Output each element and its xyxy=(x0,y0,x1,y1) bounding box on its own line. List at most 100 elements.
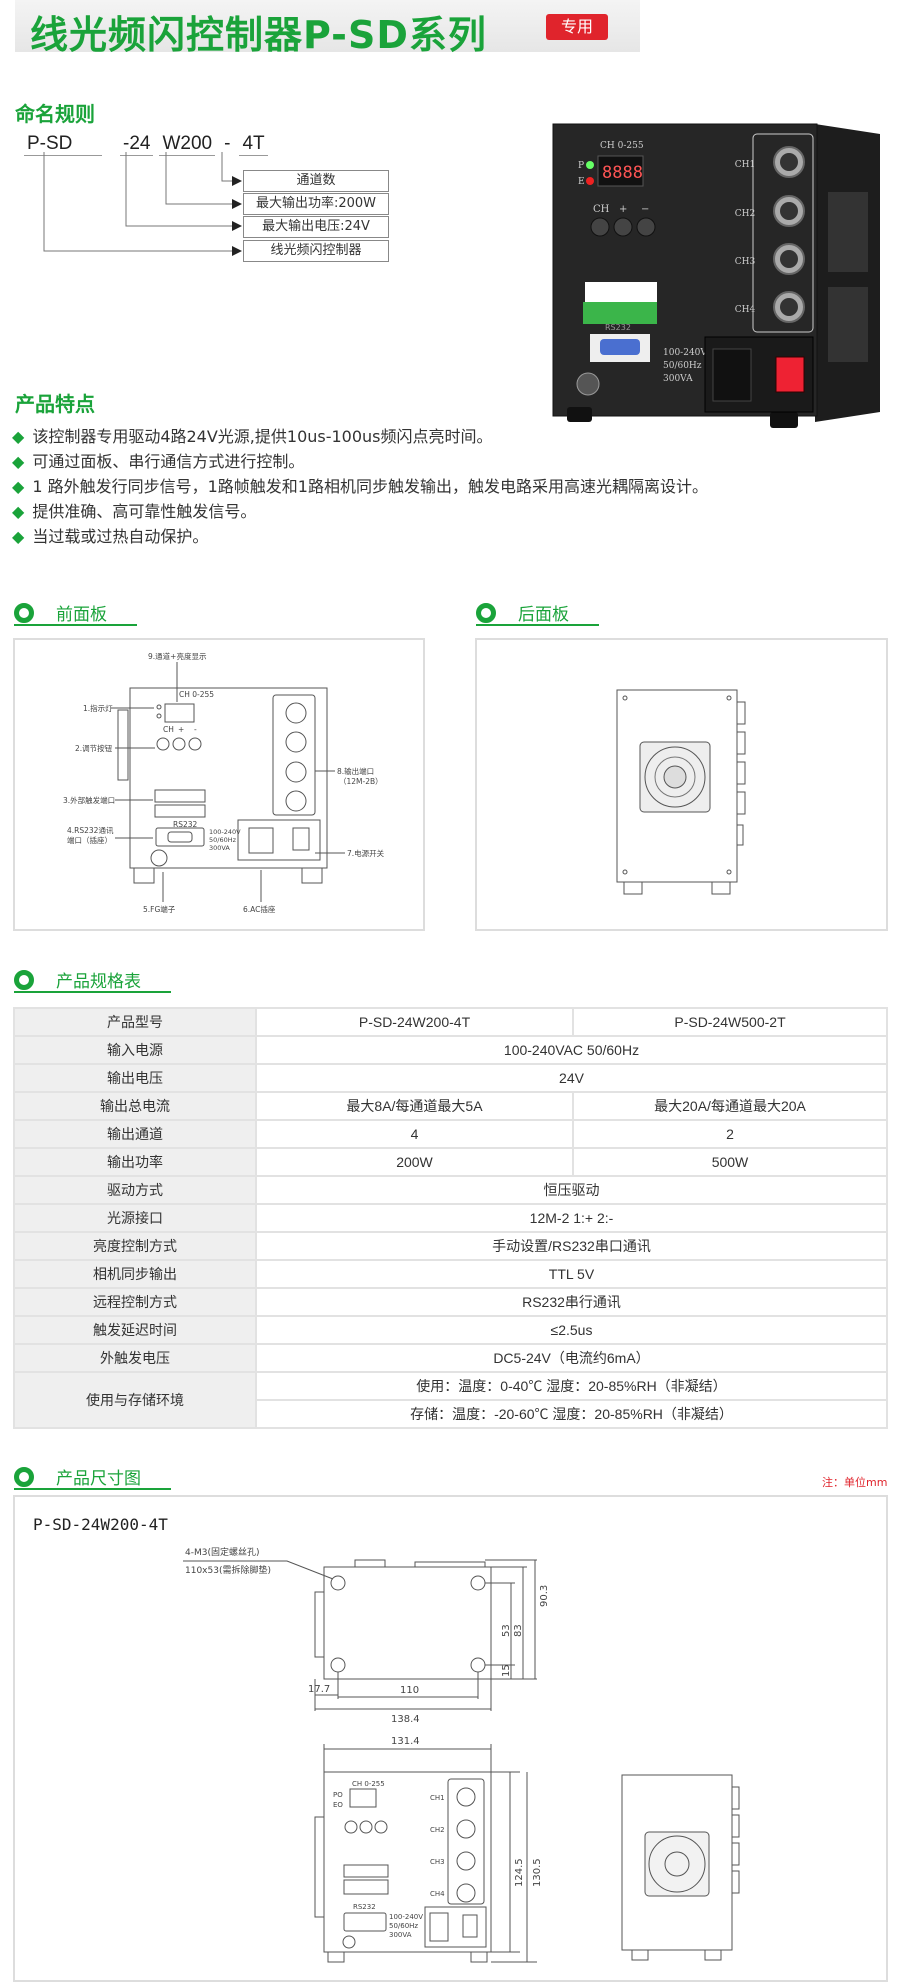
power-switch xyxy=(775,356,805,393)
section-circle-icon xyxy=(476,603,496,623)
heading-text: 前面板 xyxy=(56,605,107,625)
dimension-model: P-SD-24W200-4T xyxy=(33,1515,168,1534)
callout: 2.调节按钮 xyxy=(75,743,113,753)
naming-label: 通道数 xyxy=(243,170,389,192)
diamond-bullet-icon: ◆ xyxy=(12,502,25,521)
code-part: W200 xyxy=(159,133,216,156)
code-part: -24 xyxy=(120,133,154,156)
spec-key: 使用与存储环境 xyxy=(13,1371,257,1429)
exclusive-badge: 专用 xyxy=(546,14,608,40)
table-row: 亮度控制方式手动设置/RS232串口通讯 xyxy=(13,1231,888,1261)
table-row: 驱动方式恒压驱动 xyxy=(13,1175,888,1205)
e-label: EO xyxy=(333,1801,343,1809)
code-part: P-SD xyxy=(24,133,102,156)
spec-value: 2 xyxy=(572,1119,888,1149)
section-circle-icon xyxy=(14,1467,34,1487)
channel-label: CH3 xyxy=(430,1858,445,1866)
channel-label: CH1 xyxy=(430,1794,445,1802)
rear-panel-heading: 后面板 xyxy=(476,600,599,626)
power-led-icon xyxy=(586,161,594,169)
spec-key: 亮度控制方式 xyxy=(13,1231,257,1261)
power-spec: 300VA xyxy=(389,1931,412,1939)
dimension-value: 90.3 xyxy=(539,1585,550,1607)
diamond-bullet-icon: ◆ xyxy=(12,452,25,471)
heading-text: 后面板 xyxy=(518,605,569,625)
rs232-label: RS232 xyxy=(605,323,631,332)
dimension-value: 83 xyxy=(513,1624,524,1637)
spec-key: 输出功率 xyxy=(13,1147,257,1177)
diamond-bullet-icon: ◆ xyxy=(12,427,25,446)
feature-item: ◆ 可通过面板、串行通信方式进行控制。 xyxy=(12,449,708,474)
table-row: 触发延迟时间≤2.5us xyxy=(13,1315,888,1345)
channel-label: CH1 xyxy=(735,160,755,170)
product-photo: CH 0-255 P E 8888 CH+− RS232 100-240V50/… xyxy=(552,123,880,428)
channel-label: CH4 xyxy=(735,305,756,315)
spec-value: RS232串行通讯 xyxy=(255,1287,888,1317)
power-spec: 300VA xyxy=(663,374,693,384)
led-display: 8888 xyxy=(602,163,643,183)
feature-item: ◆ 当过载或过热自动保护。 xyxy=(12,524,708,549)
callout: 端口（插座） xyxy=(67,835,112,845)
spec-value: 4 xyxy=(255,1119,574,1149)
spec-key: 输出总电流 xyxy=(13,1091,257,1121)
spec-value: 500W xyxy=(572,1147,888,1177)
table-row: 使用与存储环境使用：温度：0-40℃ 湿度：20-85%RH（非凝结） xyxy=(13,1371,888,1429)
fg-terminal-icon xyxy=(576,372,600,396)
feature-text: 可通过面板、串行通信方式进行控制。 xyxy=(32,452,305,471)
callout: 4.RS232通讯 xyxy=(67,825,114,835)
spec-key: 远程控制方式 xyxy=(13,1287,257,1317)
diamond-bullet-icon: ◆ xyxy=(12,527,25,546)
callout: 8.输出端口 xyxy=(337,766,374,776)
error-led-icon xyxy=(586,177,594,185)
ch-label: CH 0-255 xyxy=(600,141,644,151)
spec-key: 外触发电压 xyxy=(13,1343,257,1373)
page-title: 线光频闪控制器P-SD系列 xyxy=(30,13,487,57)
power-spec: 50/60Hz xyxy=(389,1922,418,1930)
front-panel-heading: 前面板 xyxy=(14,600,137,626)
spec-key: 光源接口 xyxy=(13,1203,257,1233)
ch-label: CH 0-255 xyxy=(352,1780,385,1788)
naming-label: 线光频闪控制器 xyxy=(243,240,389,262)
spec-key: 驱动方式 xyxy=(13,1175,257,1205)
dimensions-heading: 产品尺寸图 xyxy=(14,1464,171,1490)
dimension-drawing: P-SD-24W200-4T 4-M3(固定螺丝孔) 110x53(需拆除脚垫)… xyxy=(13,1495,888,1982)
heading-text: 产品尺寸图 xyxy=(56,1469,141,1489)
feature-text: 当过载或过热自动保护。 xyxy=(32,527,209,546)
button-label: − xyxy=(641,204,649,215)
naming-label: 最大输出电压:24V xyxy=(243,216,389,238)
spec-key: 输出通道 xyxy=(13,1119,257,1149)
spec-key: 产品型号 xyxy=(13,1007,257,1037)
spec-value: 存储：温度：-20-60℃ 湿度：20-85%RH（非凝结） xyxy=(255,1399,888,1429)
ch-button xyxy=(590,217,610,237)
spec-value: 200W xyxy=(255,1147,574,1177)
spec-value: 最大20A/每通道最大20A xyxy=(572,1091,888,1121)
dimension-value: 130.5 xyxy=(532,1858,543,1887)
code-part: - xyxy=(224,133,231,154)
feature-item: ◆1 路外触发行同步信号，1路帧触发和1路相机同步触发输出，触发电路采用高速光耦… xyxy=(12,474,708,499)
callout: 5.FG端子 xyxy=(143,904,176,914)
feature-text: 1 路外触发行同步信号，1路帧触发和1路相机同步触发输出，触发电路采用高速光耦隔… xyxy=(32,477,708,496)
naming-connector-lines xyxy=(43,152,242,256)
rs232-port-icon xyxy=(600,339,640,355)
spec-value: 使用：温度：0-40℃ 湿度：20-85%RH（非凝结） xyxy=(255,1371,888,1401)
hole-label: 110x53(需拆除脚垫) xyxy=(185,1564,271,1576)
ac-inlet-icon xyxy=(712,348,752,402)
minus-button xyxy=(636,217,656,237)
title-banner xyxy=(15,0,640,52)
dimension-value: 124.5 xyxy=(514,1858,525,1887)
fan-icon xyxy=(639,741,711,813)
spec-key: 相机同步输出 xyxy=(13,1259,257,1289)
power-spec: 100-240V xyxy=(663,348,707,358)
rear-panel-diagram xyxy=(475,638,888,931)
fan-icon xyxy=(644,1831,710,1897)
callout: 1.指示灯 xyxy=(83,703,113,713)
